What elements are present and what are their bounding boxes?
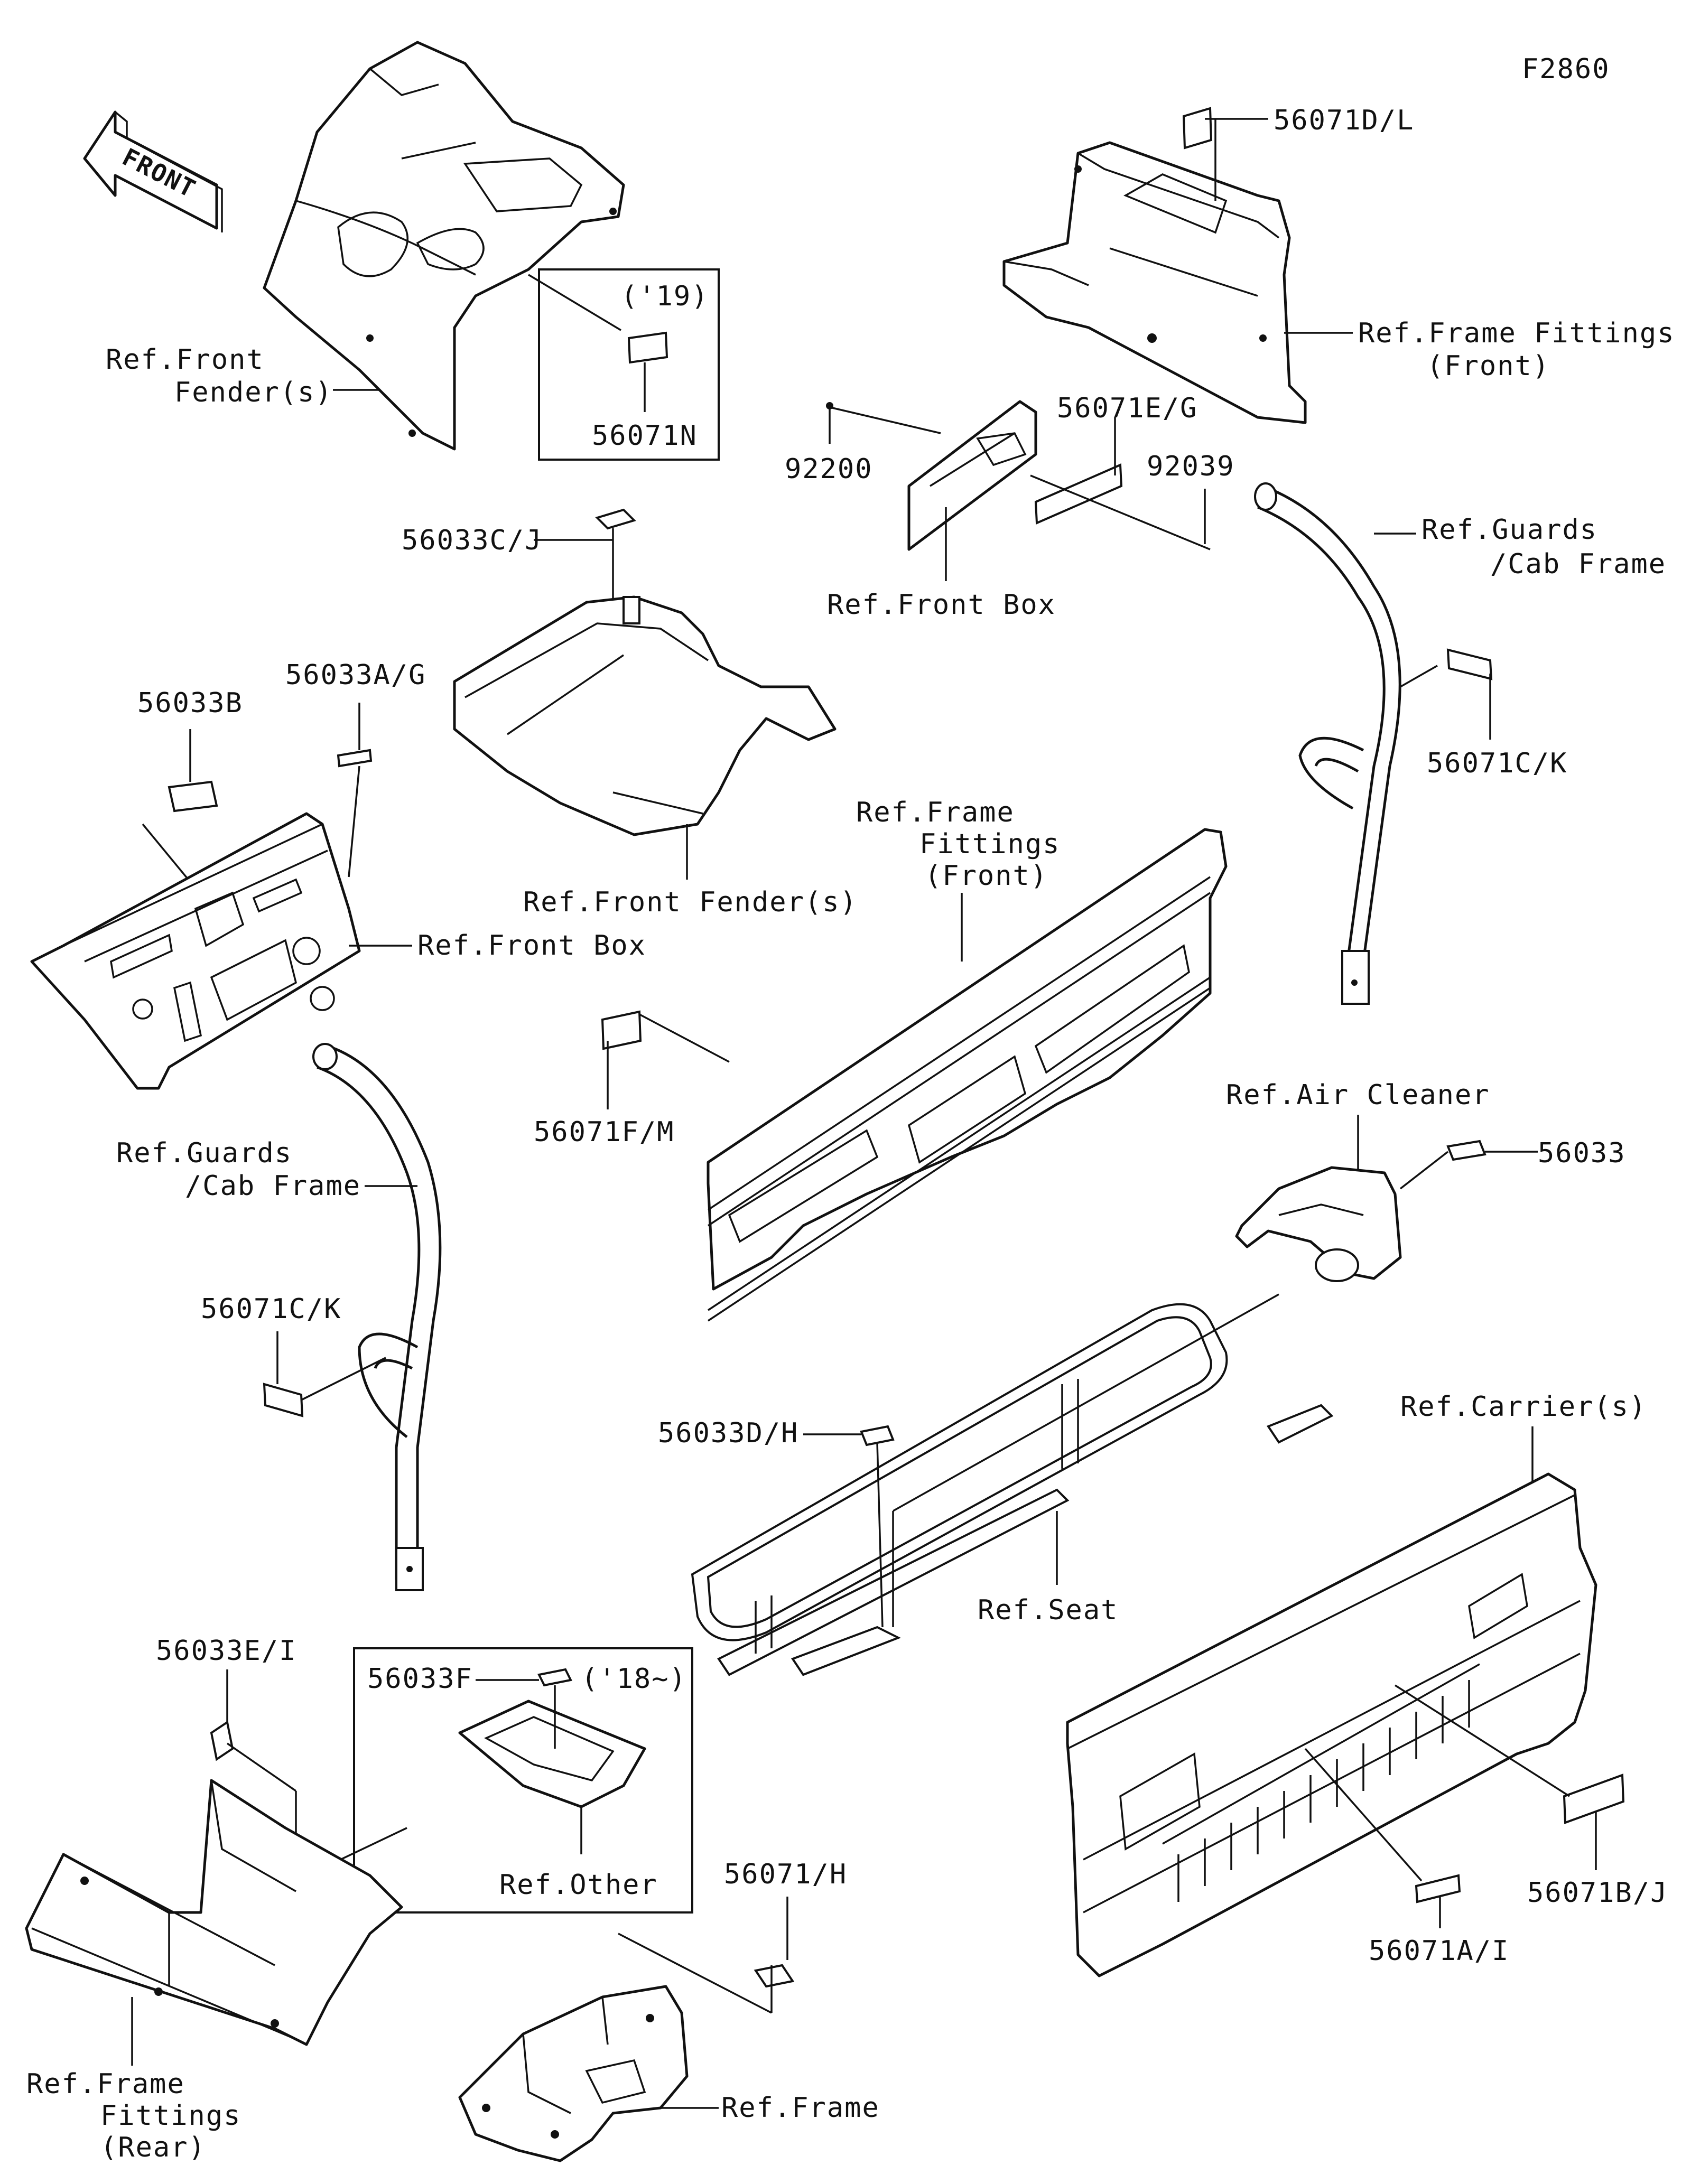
label-ref-carriers: Ref.Carrier(s)	[1400, 1391, 1647, 1423]
label-56071N: 56071N	[592, 420, 698, 452]
seat-frame-part	[691, 1293, 1334, 1676]
label-ref-frame-fittings-front-a-2: (Front)	[1427, 350, 1550, 382]
front-arrow-icon: FRONT	[83, 110, 223, 232]
frame-fittings-front-top-part	[1002, 141, 1307, 424]
label-ref-other: Ref.Other	[499, 1869, 658, 1901]
label-56071H: 56071/H	[724, 1859, 847, 1890]
figure-code: F2860	[1522, 53, 1610, 85]
decal-56033CJ	[595, 508, 636, 530]
carrier-rear-panel-part	[1066, 1472, 1597, 1977]
decal-56071EG	[1034, 463, 1123, 525]
label-56033EI: 56033E/I	[156, 1635, 296, 1667]
decal-56071AI	[1415, 1874, 1461, 1903]
label-ref-guards-cab-right-2: /Cab Frame	[1490, 548, 1666, 580]
label-56071CK-right: 56071C/K	[1427, 748, 1567, 779]
label-ref-guards-cab-right-1: Ref.Guards	[1421, 514, 1597, 546]
year19-callout-box	[538, 268, 720, 461]
label-ref-frame-fittings-front-b-1: Ref.Frame	[856, 797, 1015, 828]
label-ref-frame-fittings-front-b-2: Fittings	[919, 828, 1060, 860]
front-box-lid-part	[907, 400, 1037, 551]
label-56033B: 56033B	[137, 687, 243, 719]
label-ref-seat: Ref.Seat	[978, 1594, 1118, 1626]
label-ref-frame-fittings-rear-3: (Rear)	[100, 2132, 206, 2163]
label-ref-front-box-mid: Ref.Front Box	[417, 930, 646, 962]
label-ref-guards-cab-left-2: /Cab Frame	[185, 1170, 361, 1202]
label-56033AG: 56033A/G	[285, 659, 426, 691]
label-56071BJ: 56071B/J	[1527, 1877, 1668, 1909]
label-92039: 92039	[1147, 451, 1235, 482]
other-cover-part	[458, 1685, 646, 1808]
label-ref-frame-fittings-rear-1: Ref.Frame	[26, 2068, 185, 2100]
label-56033CJ: 56033C/J	[402, 525, 542, 556]
frame-fittings-front-panel-part	[707, 828, 1228, 1322]
frame-bottom-part	[458, 1985, 689, 2162]
year18-callout-box	[353, 1647, 693, 1914]
label-92200: 92200	[785, 453, 873, 485]
decal-56071H	[754, 1964, 795, 1988]
decal-56033AG	[337, 749, 373, 768]
label-ref-air-cleaner: Ref.Air Cleaner	[1226, 1079, 1490, 1111]
decal-56071DL	[1182, 107, 1213, 150]
label-56033DH: 56033D/H	[658, 1417, 798, 1449]
label-56033: 56033	[1538, 1137, 1626, 1169]
decal-56033F	[537, 1668, 572, 1687]
guards-cab-frame-left-part	[312, 1043, 442, 1591]
guards-cab-frame-right-part	[1254, 482, 1401, 1005]
label-ref-frame-fittings-front-b-3: (Front)	[925, 860, 1048, 892]
decal-56071CK-right	[1446, 648, 1493, 680]
label-ref-front-fenders-top-1: Ref.Front	[106, 344, 264, 376]
front-fender-inner-part	[453, 595, 837, 836]
decal-56071FM	[601, 1010, 642, 1050]
label-56071EG: 56071E/G	[1057, 393, 1197, 424]
label-56071FM: 56071F/M	[534, 1116, 674, 1148]
frame-fittings-rear-part	[25, 1779, 403, 2046]
air-cleaner-part	[1235, 1166, 1402, 1282]
label-ref-front-fenders-mid: Ref.Front Fender(s)	[523, 886, 858, 918]
label-ref-front-box-top: Ref.Front Box	[827, 589, 1056, 621]
label-56071DL: 56071D/L	[1274, 105, 1414, 136]
decal-56071CK-left	[263, 1383, 304, 1417]
label-ref-frame: Ref.Frame	[721, 2092, 880, 2124]
dashboard-front-box-part	[30, 812, 361, 1090]
decal-56033DH	[860, 1425, 895, 1446]
label-year18: ('18~)	[581, 1663, 687, 1695]
decal-56071BJ	[1563, 1774, 1625, 1824]
label-56071AI: 56071A/I	[1369, 1935, 1509, 1967]
label-56071CK-left: 56071C/K	[201, 1293, 341, 1325]
front-fender-top-part	[263, 41, 625, 451]
label-ref-guards-cab-left-1: Ref.Guards	[116, 1137, 292, 1169]
decal-56033B	[168, 780, 218, 813]
label-56033F: 56033F	[367, 1663, 473, 1695]
label-ref-frame-fittings-front-a-1: Ref.Frame Fittings	[1358, 318, 1675, 349]
decal-56071N	[627, 331, 668, 364]
label-ref-front-fenders-top-2: Fender(s)	[174, 377, 333, 408]
label-year19: ('19)	[621, 281, 709, 312]
label-ref-frame-fittings-rear-2: Fittings	[100, 2100, 241, 2132]
decal-56033EI	[210, 1720, 234, 1761]
decal-56033	[1446, 1140, 1486, 1161]
